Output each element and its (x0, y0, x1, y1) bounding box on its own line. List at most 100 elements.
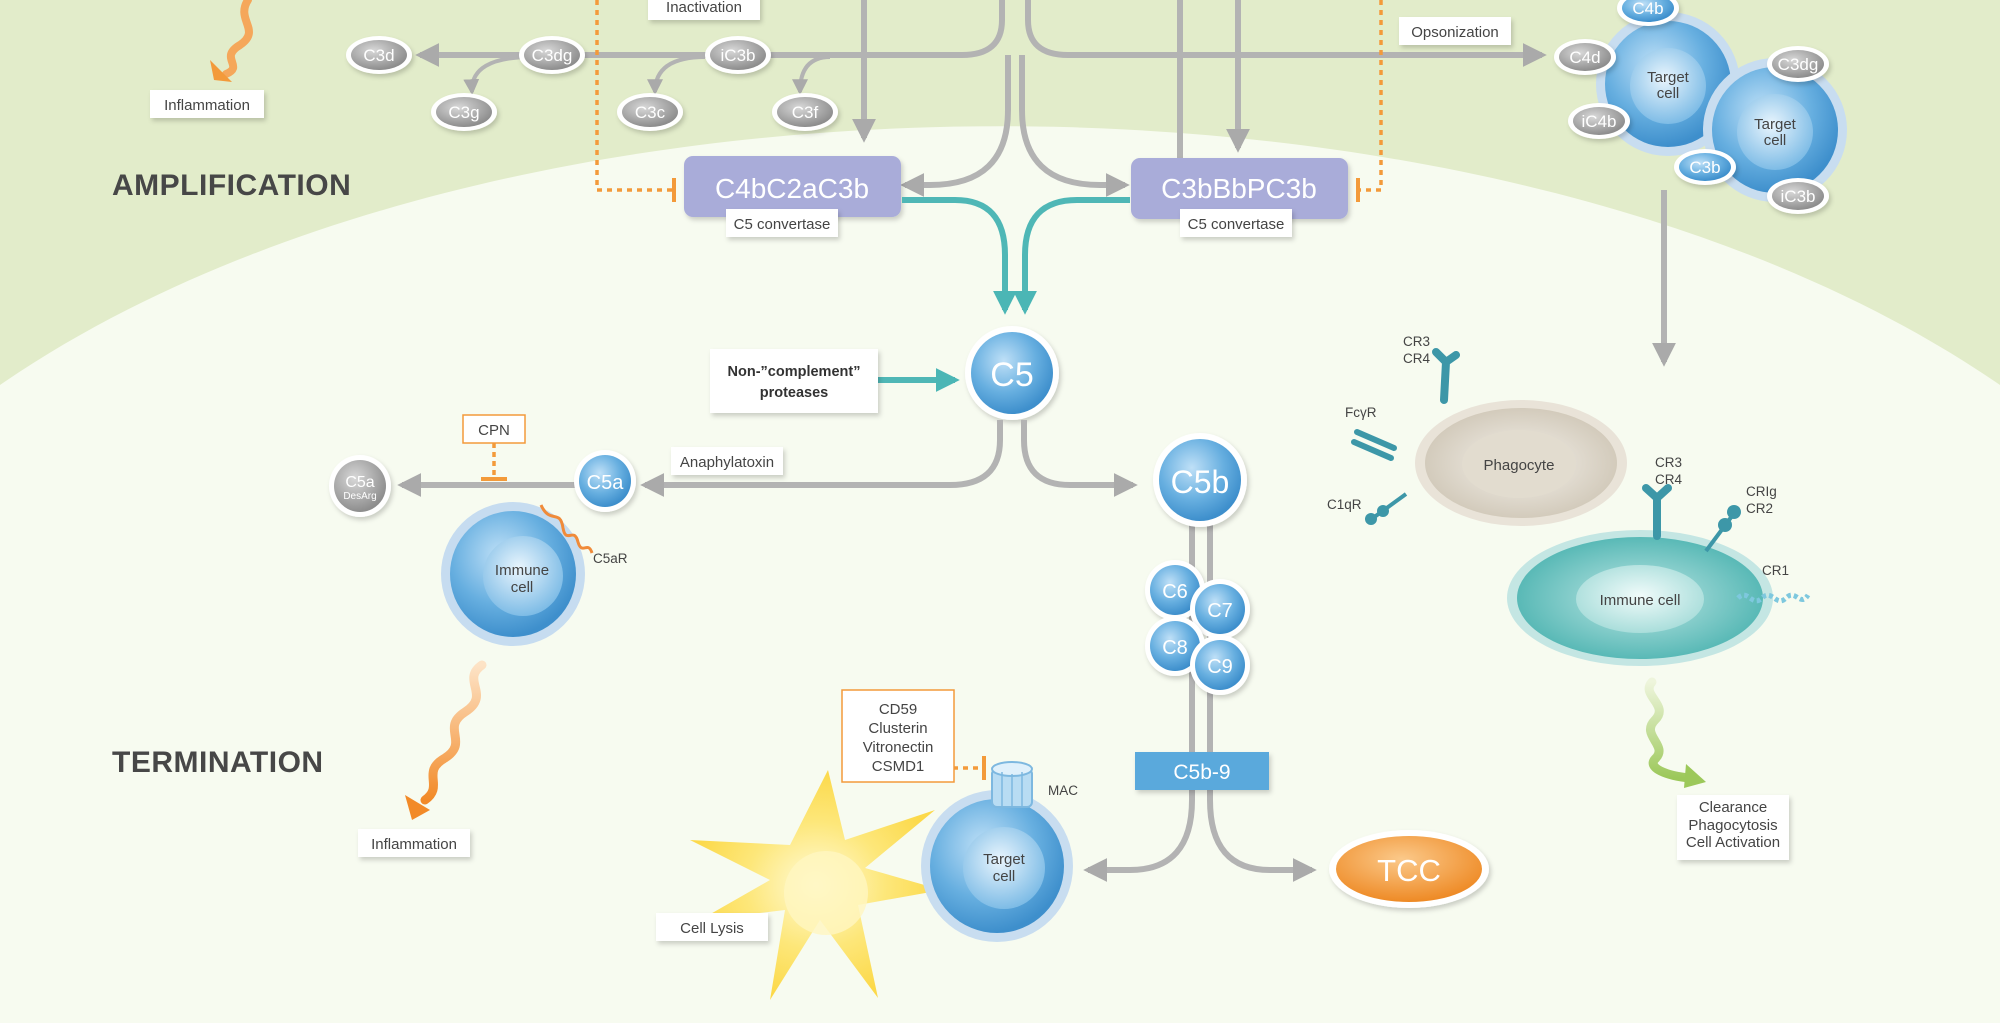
label-cell-lysis: Cell Lysis (656, 913, 768, 941)
fragment-ic3b: iC3b (705, 36, 771, 74)
svg-text:C5b-9: C5b-9 (1173, 761, 1230, 784)
svg-text:Cell Lysis: Cell Lysis (680, 920, 744, 937)
c5ar-receptor-icon (539, 504, 594, 554)
label-anaphylatoxin: Anaphylatoxin (671, 447, 783, 475)
phagocyte-cell: Phagocyte (1415, 400, 1627, 526)
svg-text:TCC: TCC (1377, 853, 1441, 888)
immune-cell-left: Immune cell (441, 502, 585, 646)
receptor-c1qr-icon (1365, 492, 1408, 525)
c7-node: C7 (1190, 579, 1250, 639)
svg-text:C3f: C3f (792, 103, 819, 122)
label-inflammation-bottom: Inflammation (358, 829, 470, 857)
inflammation-wave-top (222, 0, 253, 78)
svg-text:C4d: C4d (1569, 48, 1600, 67)
label-fcgr: FcγR (1345, 405, 1377, 420)
svg-text:proteases: proteases (760, 385, 829, 401)
svg-text:iC3b: iC3b (721, 46, 756, 65)
tcc-node: TCC (1329, 830, 1489, 908)
c5-split-paths (397, 420, 1317, 882)
classical-to-c5 (902, 197, 1017, 315)
svg-text:C3c: C3c (635, 103, 666, 122)
svg-text:Phagocyte: Phagocyte (1484, 457, 1555, 474)
svg-text:C8: C8 (1162, 637, 1188, 659)
svg-text:cell: cell (1764, 132, 1787, 149)
inhibition-bars (672, 178, 1360, 780)
svg-text:C3g: C3g (448, 103, 479, 122)
c5a-desarg: C5a DesArg (329, 455, 391, 517)
svg-text:cell: cell (1657, 85, 1680, 102)
svg-text:C5: C5 (990, 356, 1033, 394)
svg-text:Vitronectin: Vitronectin (863, 739, 934, 756)
mac-to-target (1083, 520, 1195, 882)
svg-text:Inflammation: Inflammation (164, 97, 250, 114)
svg-text:Target: Target (1754, 116, 1797, 133)
svg-text:Phagocytosis: Phagocytosis (1688, 817, 1777, 834)
label-opsonization: Opsonization (1399, 17, 1511, 45)
path-to-classical (900, 55, 1011, 197)
c5-to-c5a (640, 420, 1003, 497)
marker-c4b: C4b (1617, 0, 1679, 26)
label-c1qr: C1qR (1327, 497, 1362, 512)
svg-text:C5b: C5b (1171, 464, 1230, 500)
svg-text:cell: cell (511, 579, 534, 596)
svg-text:iC3b: iC3b (1781, 187, 1816, 206)
c6-node: C6 (1145, 560, 1205, 620)
marker-c3b: C3b (1674, 149, 1736, 185)
svg-text:C4bC2aC3b: C4bC2aC3b (715, 173, 869, 204)
convertase-classical: C4bC2aC3b C5 convertase (684, 156, 901, 237)
cpn-inhibitor: CPN (462, 414, 526, 481)
svg-text:C3d: C3d (363, 46, 394, 65)
label-cr1: CR1 (1762, 563, 1789, 578)
svg-text:CSMD1: CSMD1 (872, 758, 925, 775)
non-complement-proteases: Non-”complement” proteases (710, 349, 878, 413)
svg-text:Clusterin: Clusterin (868, 720, 927, 737)
svg-text:C5 convertase: C5 convertase (1188, 216, 1285, 233)
svg-text:Immune: Immune (495, 562, 549, 579)
svg-text:C4b: C4b (1632, 0, 1663, 18)
marker-ic4b: iC4b (1568, 103, 1630, 139)
svg-text:Immune cell: Immune cell (1600, 592, 1681, 609)
c8-node: C8 (1145, 616, 1205, 676)
mac-regulators: CD59 Clusterin Vitronectin CSMD1 (841, 689, 955, 783)
clearance-arrow (1684, 764, 1706, 788)
inflammation-wave-bottom (420, 660, 487, 805)
c5-node: C5 (965, 326, 1059, 420)
svg-text:Target: Target (983, 851, 1026, 868)
marker-c4d: C4d (1554, 39, 1616, 75)
c5b-node: C5b (1153, 433, 1247, 527)
svg-text:cell: cell (993, 868, 1016, 885)
svg-text:C5a: C5a (345, 474, 374, 491)
path-to-alternative (1019, 55, 1130, 197)
label-cr2: CR2 (1746, 501, 1773, 516)
receptor-cr3-cr4-phagocyte-icon (1432, 348, 1460, 404)
inhibition-classical (595, 0, 672, 192)
path-to-c3f (792, 55, 831, 96)
svg-text:Target: Target (1647, 69, 1690, 86)
target-cell-mac: Target cell (921, 790, 1073, 942)
path-to-opsonization (1025, 0, 1547, 67)
inhibition-lines (595, 0, 1383, 770)
svg-text:C3b: C3b (1689, 158, 1720, 177)
c5b9-box: C5b-9 (1135, 752, 1269, 790)
inflammation-arrow-top (210, 60, 232, 82)
immune-cell-right: Immune cell (1507, 530, 1773, 666)
svg-text:C3bBbPC3b: C3bBbPC3b (1161, 173, 1317, 204)
svg-text:iC4b: iC4b (1582, 112, 1617, 131)
mac-pore-icon (991, 761, 1033, 808)
svg-text:C9: C9 (1207, 656, 1233, 678)
section-termination: TERMINATION (112, 746, 324, 779)
svg-text:Non-”complement”: Non-”complement” (728, 364, 861, 380)
svg-text:DesArg: DesArg (343, 491, 376, 502)
receptor-crig-icon (1704, 505, 1741, 553)
svg-text:CD59: CD59 (879, 701, 917, 718)
fragment-c3dg: C3dg (519, 36, 585, 74)
svg-text:Anaphylatoxin: Anaphylatoxin (680, 454, 774, 471)
label-crig: CRIg (1746, 484, 1777, 499)
svg-text:C7: C7 (1207, 600, 1233, 622)
label-immune-cr4: CR4 (1655, 472, 1682, 487)
c5-to-c5b (1021, 420, 1138, 497)
mac-to-tcc (1207, 520, 1317, 882)
svg-text:Inflammation: Inflammation (371, 836, 457, 853)
inhibition-alternative (1360, 0, 1383, 192)
